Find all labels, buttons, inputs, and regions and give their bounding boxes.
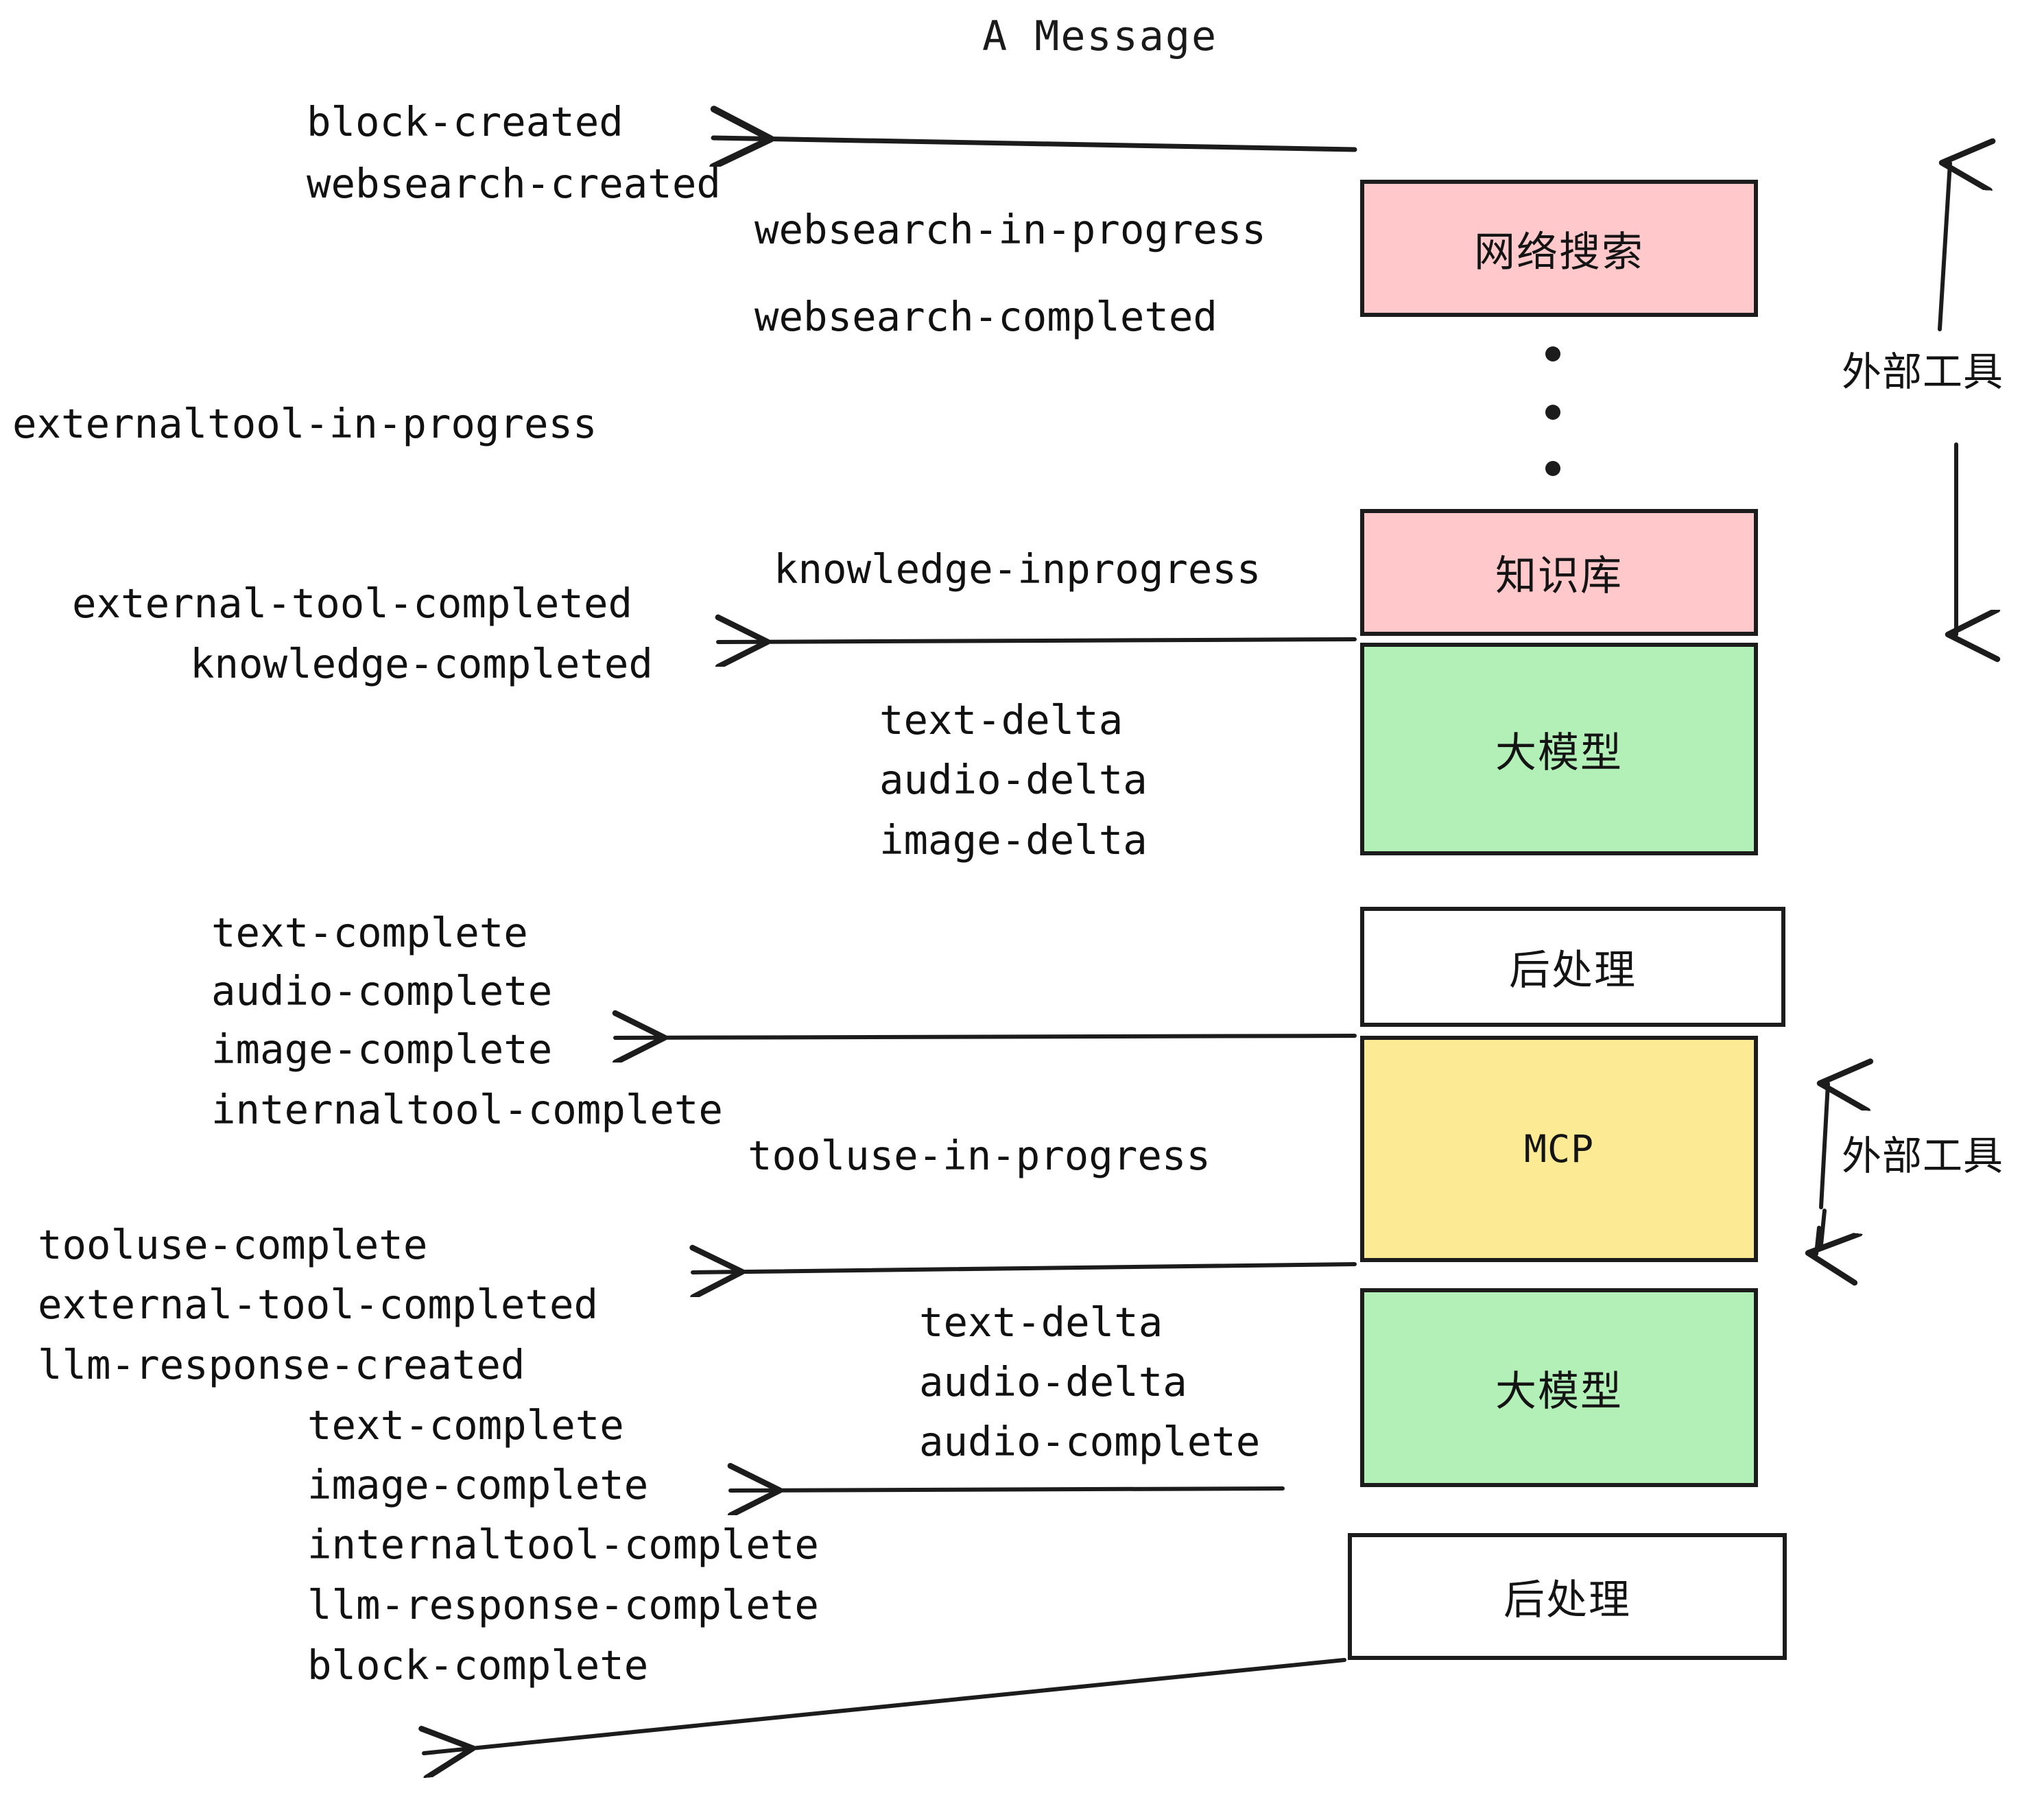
event-label: image-complete [211,1025,553,1073]
box-postprocess-bottom-label: 后处理 [1504,1576,1631,1624]
box-postprocess-top-label: 后处理 [1509,947,1637,995]
event-label: websearch-completed [754,293,1217,340]
arrow-external-tools-lower-up [1821,1084,1828,1209]
arrow-mcp-to-tooluse-complete [693,1264,1357,1272]
event-label: text-delta [879,696,1124,744]
arrow-knowledge-completed [718,639,1357,642]
event-label: llm-response-created [38,1341,525,1388]
event-label: text-delta [919,1298,1163,1346]
arrow-llm-bottom-to-audio-complete [730,1488,1285,1491]
arrow-llm-top-to-image-complete [615,1036,1357,1038]
event-label: audio-complete [919,1418,1261,1465]
event-label: image-complete [307,1461,649,1508]
ellipsis-dot-2 [1545,405,1560,420]
ellipsis-dot-3 [1545,461,1560,476]
box-llm-bottom[interactable]: 大模型 [1360,1288,1758,1487]
event-label: knowledge-completed [190,640,653,687]
arrow-external-tools-lower-down [1819,1209,1827,1247]
box-websearch-label: 网络搜索 [1474,228,1644,276]
event-label: tooluse-in-progress [748,1132,1211,1179]
event-label: internaltool-complete [307,1521,819,1568]
arrow-websearch-to-created [713,138,1357,150]
box-llm-top-label: 大模型 [1495,728,1623,777]
event-label: block-created [307,98,623,145]
event-label: text-complete [307,1401,624,1449]
event-label: llm-response-complete [307,1581,819,1628]
event-label: internaltool-complete [211,1086,723,1133]
event-label: block-complete [307,1641,649,1689]
ellipsis-dot-1 [1545,346,1560,361]
event-label: image-delta [879,816,1148,864]
event-label: audio-delta [879,756,1148,803]
box-llm-bottom-label: 大模型 [1495,1367,1623,1416]
external-tools-label-lower: 外部工具 [1842,1132,2004,1179]
event-label: external-tool-completed [38,1281,598,1328]
external-tools-label-upper: 外部工具 [1842,348,2004,395]
event-label: audio-delta [919,1358,1187,1405]
event-label: text-complete [211,909,528,956]
event-label: tooluse-complete [38,1221,428,1268]
box-knowledgebase-label: 知识库 [1495,552,1623,600]
event-label: external-tool-completed [72,580,632,627]
page-title: A Message [982,12,1218,60]
box-knowledgebase[interactable]: 知识库 [1360,509,1758,636]
event-label: audio-complete [211,967,553,1014]
arrow-external-tools-upper-up [1938,163,1950,331]
box-websearch[interactable]: 网络搜索 [1360,180,1758,317]
box-postprocess-top[interactable]: 后处理 [1360,907,1785,1027]
event-label: websearch-in-progress [754,206,1266,253]
box-postprocess-bottom[interactable]: 后处理 [1348,1533,1787,1660]
event-label: knowledge-inprogress [774,545,1261,593]
arrow-external-tools-lower-down-tip [1816,1226,1819,1254]
box-llm-top[interactable]: 大模型 [1360,643,1758,855]
box-mcp[interactable]: MCP [1360,1036,1758,1262]
event-label: websearch-created [307,160,721,207]
box-mcp-label: MCP [1523,1127,1595,1171]
event-label: externaltool-in-progress [12,400,597,447]
